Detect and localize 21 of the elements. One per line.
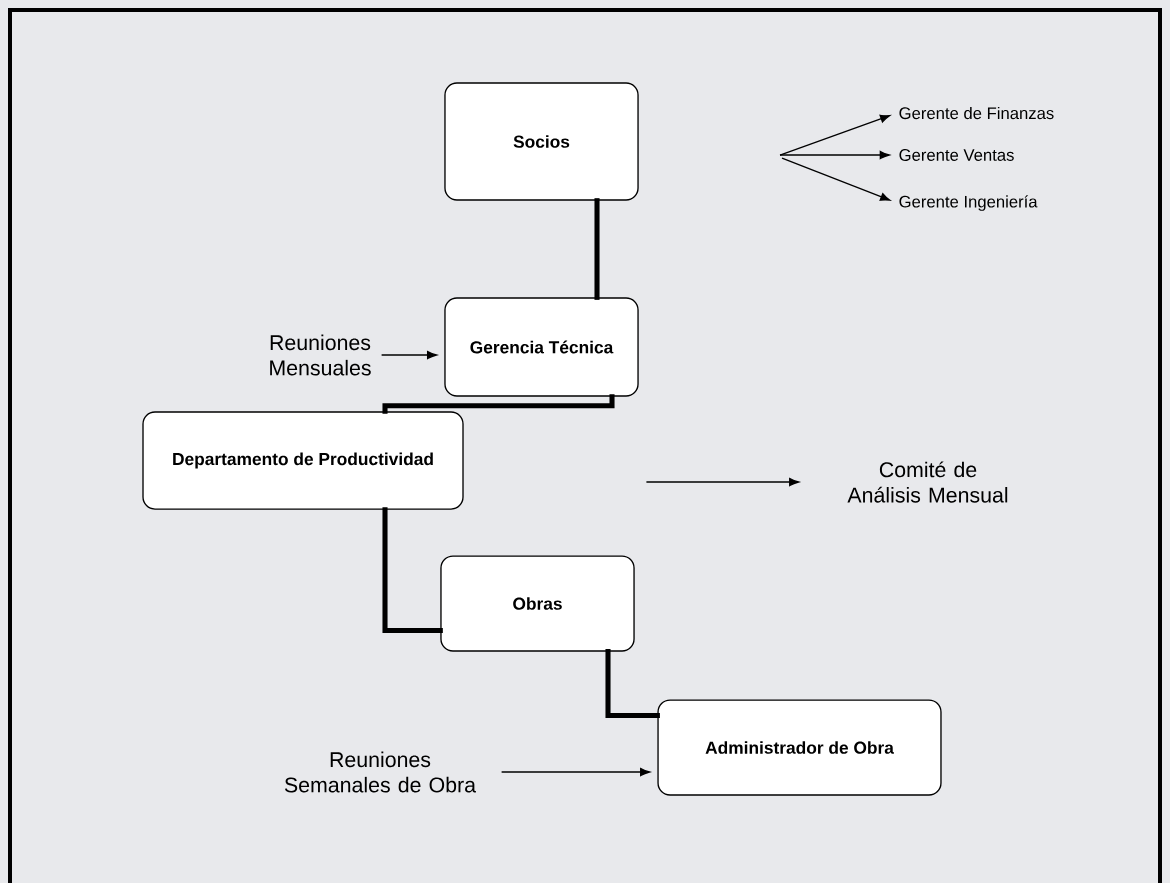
note-text: Comité de Análisis Mensual	[847, 461, 1008, 503]
role-text: Gerente de Finanzas	[899, 106, 1054, 120]
org-box: Administrador de Obra	[657, 699, 942, 796]
role-text: Gerente Ventas	[899, 149, 1014, 161]
connector-line	[382, 507, 443, 634]
note-text: Reuniones Mensuales	[270, 334, 371, 376]
role-text: Gerente Ingeniería	[899, 195, 1038, 211]
org-box: Obras	[440, 555, 635, 652]
org-box: Gerencia Técnica	[444, 297, 639, 397]
arrow	[781, 157, 891, 201]
arrow	[380, 350, 437, 360]
org-box: Departamento de Productividad	[142, 411, 464, 510]
arrow	[779, 150, 890, 160]
note-text: Reuniones Semanales de Obra	[284, 751, 476, 793]
arrow	[645, 477, 800, 487]
connector-line	[382, 394, 615, 414]
connector-line	[605, 649, 660, 719]
org-box: Socios	[444, 82, 639, 201]
connector-line	[594, 198, 600, 300]
arrow	[500, 767, 651, 777]
arrow	[779, 114, 891, 156]
